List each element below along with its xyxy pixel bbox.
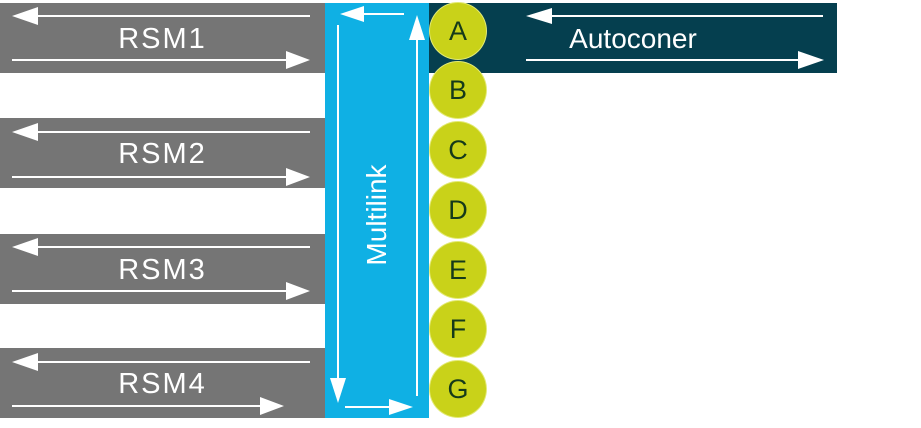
position-f-label: F xyxy=(449,314,467,344)
position-d: D xyxy=(430,182,486,238)
position-g-label: G xyxy=(447,374,469,404)
multilink-label: Multilink xyxy=(361,164,392,266)
position-f: F xyxy=(430,301,486,357)
position-e: E xyxy=(430,242,486,298)
autoconer-label: Autoconer xyxy=(569,23,697,54)
rsm1-bar: RSM1 xyxy=(0,3,325,73)
rsm3-bar: RSM3 xyxy=(0,234,325,304)
position-d-label: D xyxy=(448,195,468,225)
position-g: G xyxy=(430,361,486,417)
position-a: A xyxy=(430,3,486,59)
rsm2-label: RSM2 xyxy=(118,138,207,170)
rsm4-bar: RSM4 xyxy=(0,348,325,418)
rsm3-label: RSM3 xyxy=(118,254,207,286)
rsm1-label: RSM1 xyxy=(118,23,207,55)
rsm4-label: RSM4 xyxy=(118,368,207,400)
position-c: C xyxy=(430,122,486,178)
position-b-label: B xyxy=(448,75,467,105)
position-a-label: A xyxy=(448,16,467,46)
position-b: B xyxy=(430,62,486,118)
position-e-label: E xyxy=(448,255,467,285)
rsm2-bar: RSM2 xyxy=(0,118,325,188)
autoconer-bar: Autoconer xyxy=(429,3,837,73)
position-c-label: C xyxy=(448,135,468,165)
multilink-panel: Multilink xyxy=(325,3,429,418)
